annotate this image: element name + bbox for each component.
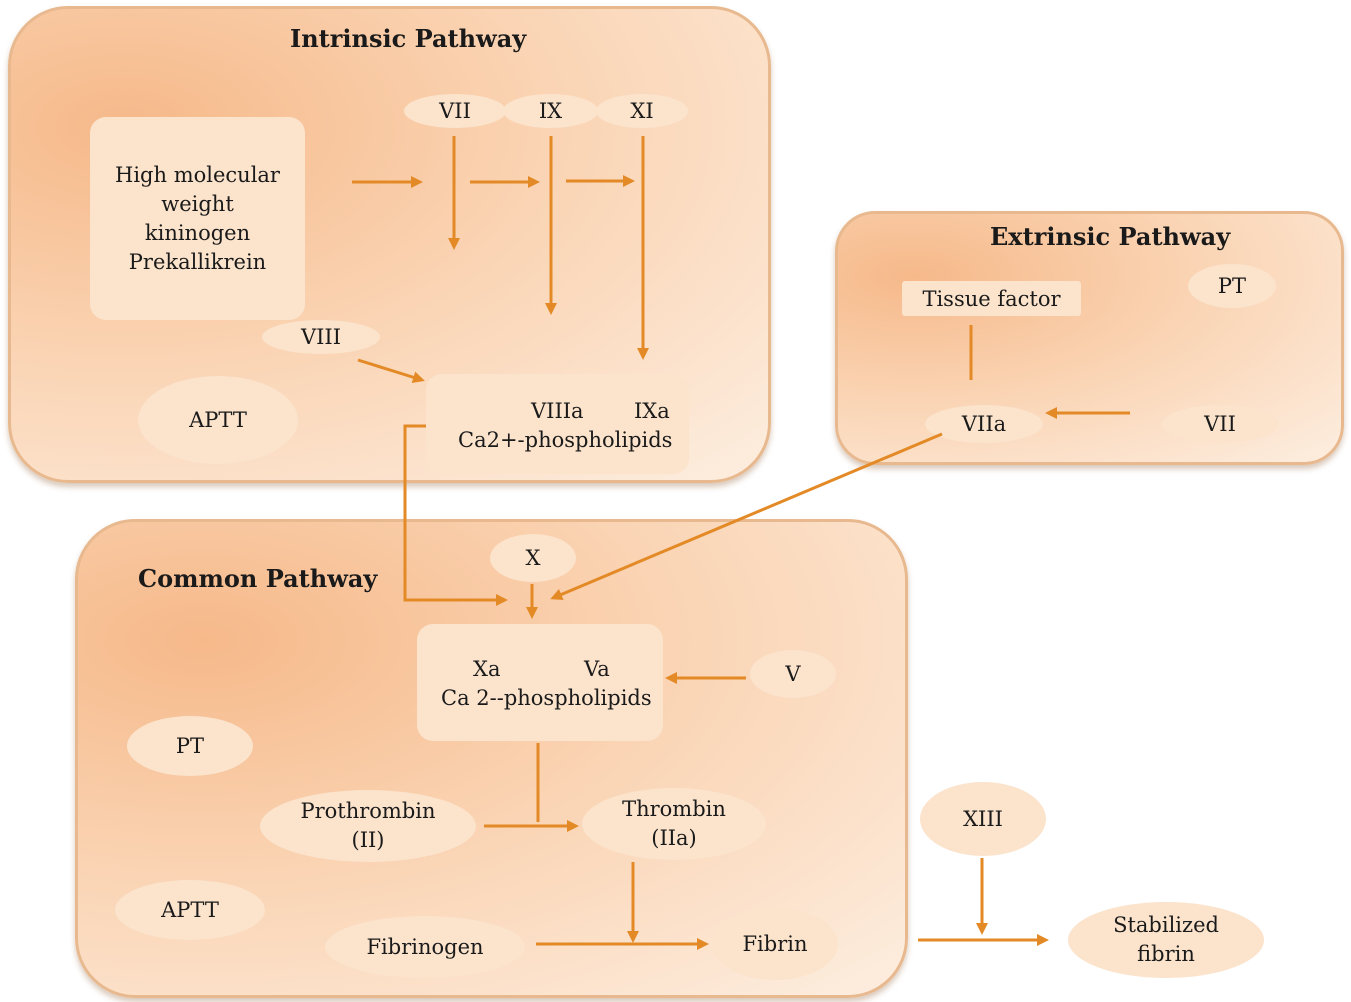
extrinsic-pt-node: PT [1188, 264, 1276, 308]
factor-v-node: V [750, 650, 836, 698]
arrow-viia-to-x [550, 432, 943, 601]
factor-viia-node: VIIa [925, 405, 1043, 443]
viiia-label: VIIIa [531, 399, 584, 423]
arrow-viii-to-complex [357, 358, 425, 384]
viiia-ixa-complex-node: VIIIa IXa Ca2+-phospholipids [426, 374, 689, 474]
fibrin-node: Fibrin [712, 908, 838, 980]
factor-xiii-node: XIII [920, 782, 1046, 856]
prothrombin-code: (II) [351, 828, 385, 852]
extrinsic-pathway-title: Extrinsic Pathway [990, 222, 1231, 251]
common-aptt-node: APTT [115, 880, 265, 940]
ca-phospholipids-label: Ca 2--phospholipids [441, 686, 652, 710]
hmwk-line-3: kininogen [144, 220, 251, 245]
stabilized-label: Stabilized [1113, 913, 1219, 937]
tissue-factor-node: Tissue factor [902, 281, 1081, 316]
stabilized-fibrin-node: Stabilized fibrin [1068, 902, 1264, 978]
factor-vii-node: VII [404, 94, 506, 128]
intrinsic-aptt-node: APTT [138, 376, 298, 464]
va-label: Va [584, 657, 610, 681]
thrombin-node: Thrombin (IIa) [582, 788, 766, 860]
ca-phospholipids-label: Ca2+-phospholipids [458, 428, 673, 452]
hmwk-prekallikrein-node: High molecular weight kininogen Prekalli… [90, 117, 305, 320]
hmwk-line-1: High molecular [115, 162, 280, 187]
hmwk-line-4: Prekallikrein [128, 249, 267, 274]
factor-viii-node: VIII [262, 320, 380, 354]
extrinsic-factor-vii-node: VII [1162, 405, 1278, 443]
xa-label: Xa [473, 657, 501, 681]
arrow-complex-to-x [403, 424, 508, 606]
prothrombin-label: Prothrombin [300, 799, 436, 823]
hmwk-line-2: weight [161, 191, 234, 216]
thrombin-label: Thrombin [622, 797, 726, 821]
xa-va-complex-node: Xa Va Ca 2--phospholipids [417, 624, 663, 741]
factor-x-node: X [490, 534, 576, 582]
common-pathway-title: Common Pathway [138, 564, 378, 593]
factor-xi-node: XI [596, 94, 688, 128]
thrombin-code: (IIa) [651, 826, 697, 850]
intrinsic-pathway-title: Intrinsic Pathway [290, 24, 527, 53]
ixa-label: IXa [634, 399, 670, 423]
prothrombin-node: Prothrombin (II) [260, 790, 476, 862]
fibrin-label: fibrin [1137, 942, 1195, 966]
fibrinogen-node: Fibrinogen [325, 916, 525, 978]
common-pt-node: PT [127, 716, 253, 776]
factor-ix-node: IX [503, 94, 598, 128]
